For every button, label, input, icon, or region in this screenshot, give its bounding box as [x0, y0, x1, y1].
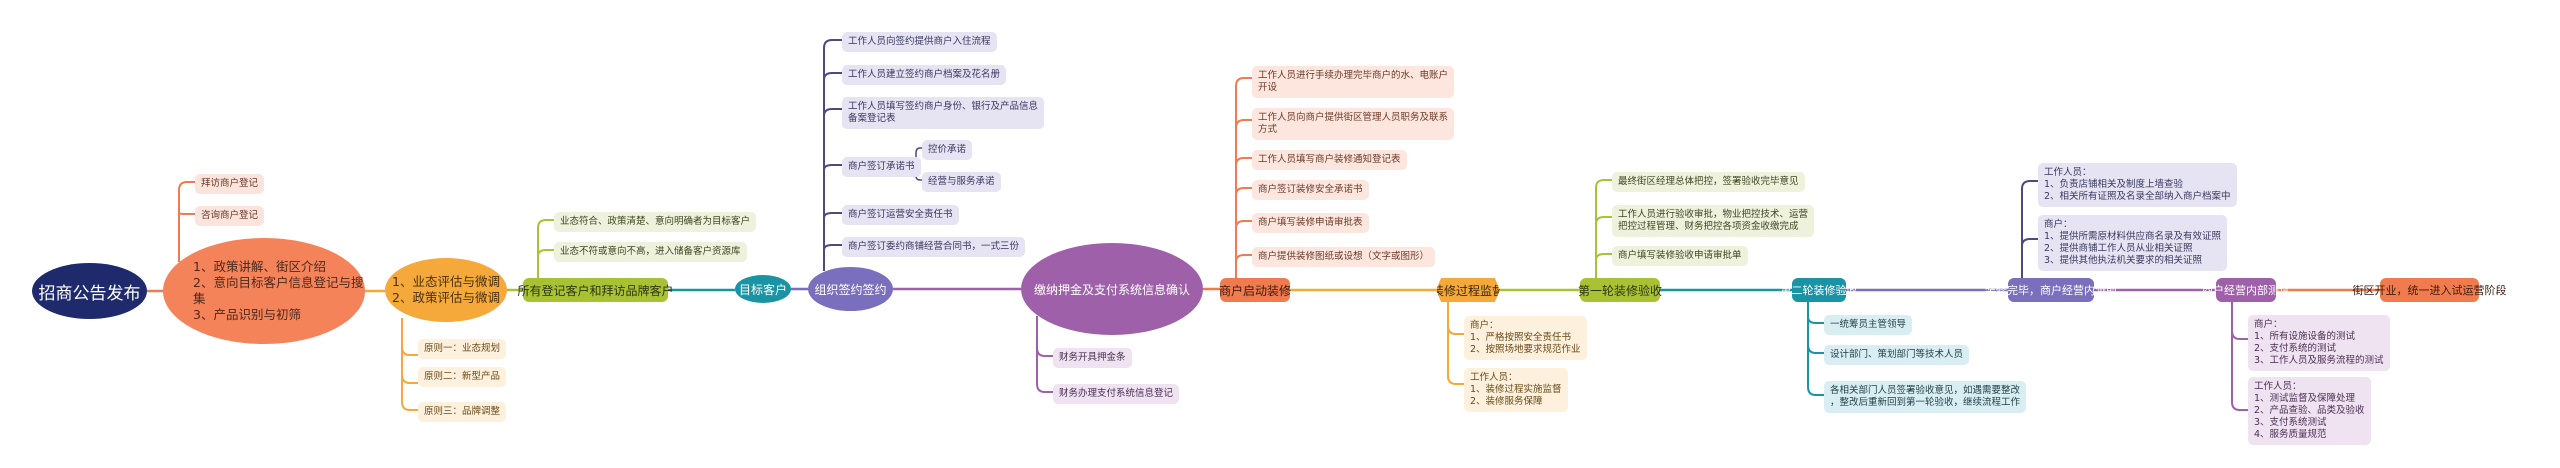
leaf-principle-1[interactable]: 原则一：业态规划	[418, 339, 507, 359]
pre-test-node[interactable]: 装修完毕，商户经营内测前	[1985, 278, 2117, 302]
leaf-sign-6[interactable]: 商户签订委约商铺经营合同书，一式三份	[842, 237, 1026, 257]
opening-node[interactable]: 街区开业，统一进入试运营阶段	[2353, 278, 2507, 302]
leaf-supervise-merchant[interactable]: 商户： 1、严格按照安全责任书 2、按照场地要求规范作业	[1464, 316, 1587, 360]
decoration-start-node[interactable]: 商户启动装修	[1219, 278, 1291, 302]
leaf-internal-staff[interactable]: 工作人员： 1、测试监督及保障处理 2、产品查验、品类及验收 3、支付系统测试 …	[2248, 377, 2371, 445]
leaf-check1-3[interactable]: 商户填写装修验收申请审批单	[1612, 246, 1748, 266]
root-node[interactable]: 招商公告发布	[32, 263, 147, 319]
leaf-sign-2[interactable]: 工作人员建立签约商户档案及花名册	[842, 65, 1007, 85]
leaf-payment-register[interactable]: 财务办理支付系统信息登记	[1053, 384, 1180, 404]
leaf-pretest-merchant[interactable]: 商户： 1、提供所需原材料供应商名录及有效证照 2、提供商铺工作人员从业相关证照…	[2038, 215, 2228, 271]
leaf-deco-2[interactable]: 工作人员向商户提供街区管理人员职务及联系 方式	[1252, 108, 1455, 140]
leaf-principle-2[interactable]: 原则二：新型产品	[418, 367, 507, 387]
leaf-target-criteria[interactable]: 业态符合、政策清楚、意向明确者为目标客户	[554, 212, 757, 232]
leaf-internal-merchant[interactable]: 商户： 1、所有设施设备的测试 2、支付系统的测试 3、工作人员及服务流程的测试	[2248, 315, 2390, 371]
leaf-deposit-receipt[interactable]: 财务开具押金条	[1053, 348, 1132, 368]
leaf-price-pledge[interactable]: 控价承诺	[922, 140, 973, 160]
leaf-deco-5[interactable]: 商户填写装修申请审批表	[1252, 213, 1369, 233]
leaf-visit-register[interactable]: 拜访商户登记	[195, 174, 265, 194]
leaf-check1-2[interactable]: 工作人员进行验收审批，物业把控技术、运营 把控过程管理、财务把控各项资金收缴完成	[1612, 205, 1815, 237]
leaf-check2-1[interactable]: 一统筹员主管领导	[1824, 315, 1913, 335]
internal-test-node[interactable]: 商户经营内部测试	[2202, 278, 2290, 302]
leaf-deco-4[interactable]: 商户签订装修安全承诺书	[1252, 180, 1369, 200]
deposit-node[interactable]: 缴纳押金及支付系统信息确认	[1021, 243, 1203, 335]
leaf-check2-3[interactable]: 各相关部门人员签署验收意见，如遇需要整改 ，整改后重新回到第一轮验收，继续流程工…	[1824, 381, 2027, 413]
leaf-sign-pledge[interactable]: 商户签订承诺书	[842, 157, 921, 177]
leaf-reserve-pool[interactable]: 业态不符或意向不高，进入储备客户资源库	[554, 242, 747, 262]
evaluation-node[interactable]: 1、业态评估与微调 2、政策评估与微调	[385, 258, 507, 322]
leaf-deco-1[interactable]: 工作人员进行手续办理完毕商户的水、电账户 开设	[1252, 66, 1455, 98]
leaf-sign-1[interactable]: 工作人员向签约提供商户入住流程	[842, 32, 997, 52]
leaf-principle-3[interactable]: 原则三：品牌调整	[418, 402, 507, 422]
leaf-check1-1[interactable]: 最终街区经理总体把控，签署验收完毕意见	[1612, 172, 1805, 192]
leaf-sign-5[interactable]: 商户签订运营安全责任书	[842, 205, 959, 225]
intro-node[interactable]: 1、政策讲解、街区介绍 2、意向目标客户信息登记与搜集 3、产品识别与初筛	[163, 238, 365, 344]
leaf-supervise-staff[interactable]: 工作人员： 1、装修过程实施监督 2、装修服务保障	[1464, 368, 1568, 412]
signing-node[interactable]: 组织签约签约	[808, 267, 893, 311]
leaf-deco-6[interactable]: 商户提供装修图纸或设想（文字或图形）	[1252, 247, 1436, 267]
all-clients-node[interactable]: 所有登记客户和拜访品牌客户	[518, 278, 674, 302]
supervision-node[interactable]: 装修过程监督	[1436, 278, 1500, 302]
second-check-node[interactable]: 第二轮装修验收	[1781, 278, 1858, 302]
target-clients-node[interactable]: 目标客户	[735, 275, 791, 303]
leaf-pretest-staff[interactable]: 工作人员： 1、负责店铺相关及制度上墙查验 2、相关所有证照及名录全部纳入商户档…	[2038, 163, 2237, 207]
leaf-sign-3[interactable]: 工作人员填写签约商户身份、银行及产品信息 备案登记表	[842, 97, 1045, 129]
leaf-check2-2[interactable]: 设计部门、策划部门等技术人员	[1824, 345, 1970, 365]
leaf-service-pledge[interactable]: 经营与服务承诺	[922, 172, 1001, 192]
first-check-node[interactable]: 第一轮装修验收	[1578, 278, 1662, 302]
leaf-consult-register[interactable]: 咨询商户登记	[195, 206, 265, 226]
leaf-deco-3[interactable]: 工作人员填写商户装修通知登记表	[1252, 150, 1407, 170]
